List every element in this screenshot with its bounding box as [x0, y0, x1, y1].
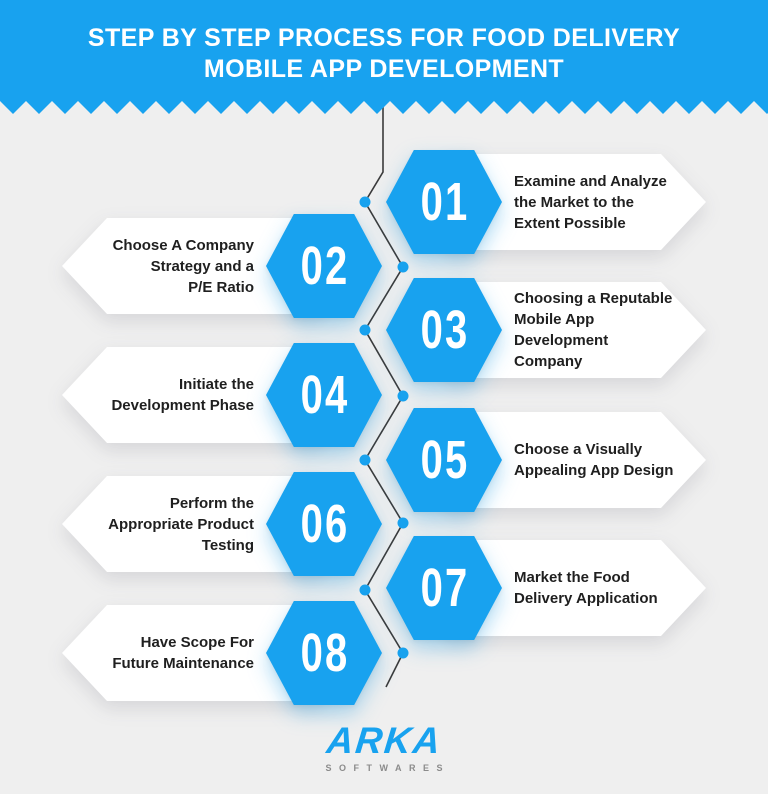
timeline-dot	[359, 196, 371, 208]
step-label: Market the Food Delivery Application	[514, 569, 658, 607]
step-number: 01	[421, 172, 470, 232]
step-label: Examine and Analyze the Market to the Ex…	[514, 172, 667, 232]
page-title-line1: STEP BY STEP PROCESS FOR FOOD DELIVERY	[87, 23, 681, 52]
step-row-08: Have Scope For Future Maintenance 08	[0, 601, 768, 705]
step-row-02: Choose A Company Strategy and a P/E Rati…	[0, 214, 768, 318]
step-number: 04	[301, 365, 350, 425]
step-number: 07	[421, 558, 470, 618]
step-number: 03	[421, 300, 470, 360]
step-row-06: Perform the Appropriate Product Testing …	[0, 472, 768, 576]
timeline-dot	[397, 390, 409, 402]
step-label: Choose a Visually Appealing App Design	[514, 441, 674, 479]
header-banner: STEP BY STEP PROCESS FOR FOOD DELIVERY M…	[0, 0, 768, 101]
step-hexagon-badge: 03	[386, 278, 502, 382]
arka-logo: ARKA	[324, 720, 444, 761]
step-row-05: Choose a Visually Appealing App Design 0…	[0, 408, 768, 512]
step-number: 08	[301, 623, 350, 683]
timeline-dot	[397, 647, 409, 659]
step-label: Perform the Appropriate Product Testing	[108, 494, 254, 554]
timeline-dot	[397, 261, 409, 273]
step-hexagon-badge: 07	[386, 536, 502, 640]
step-hexagon-badge: 06	[266, 472, 382, 576]
arka-softwares-label: SOFTWARES	[325, 763, 450, 773]
step-hexagon-badge: 08	[266, 601, 382, 705]
step-number: 02	[301, 236, 350, 296]
step-label: Have Scope For Future Maintenance	[112, 634, 254, 672]
timeline-dot	[359, 584, 371, 596]
step-hexagon-badge: 02	[266, 214, 382, 318]
step-hexagon-badge: 05	[386, 408, 502, 512]
step-number: 05	[421, 430, 470, 490]
step-hexagon-badge: 04	[266, 343, 382, 447]
timeline-dot	[359, 324, 371, 336]
page-title-line2: MOBILE APP DEVELOPMENT	[203, 54, 565, 83]
step-label: Initiate the Development Phase	[111, 376, 254, 414]
timeline-dot	[359, 454, 371, 466]
step-row-04: Initiate the Development Phase 04	[0, 343, 768, 447]
step-row-03: Choosing a Reputable Mobile App Developm…	[0, 278, 768, 382]
timeline-dot	[397, 517, 409, 529]
step-row-07: Market the Food Delivery Application 07	[0, 536, 768, 640]
step-row-01: Examine and Analyze the Market to the Ex…	[0, 150, 768, 254]
step-number: 06	[301, 494, 350, 554]
banner-zigzag-edge-icon	[0, 101, 768, 114]
step-hexagon-badge: 01	[386, 150, 502, 254]
step-label: Choosing a Reputable Mobile App Developm…	[514, 290, 673, 370]
footer-logo: ARKA SOFTWARES	[0, 720, 768, 773]
step-label: Choose A Company Strategy and a P/E Rati…	[112, 236, 254, 296]
